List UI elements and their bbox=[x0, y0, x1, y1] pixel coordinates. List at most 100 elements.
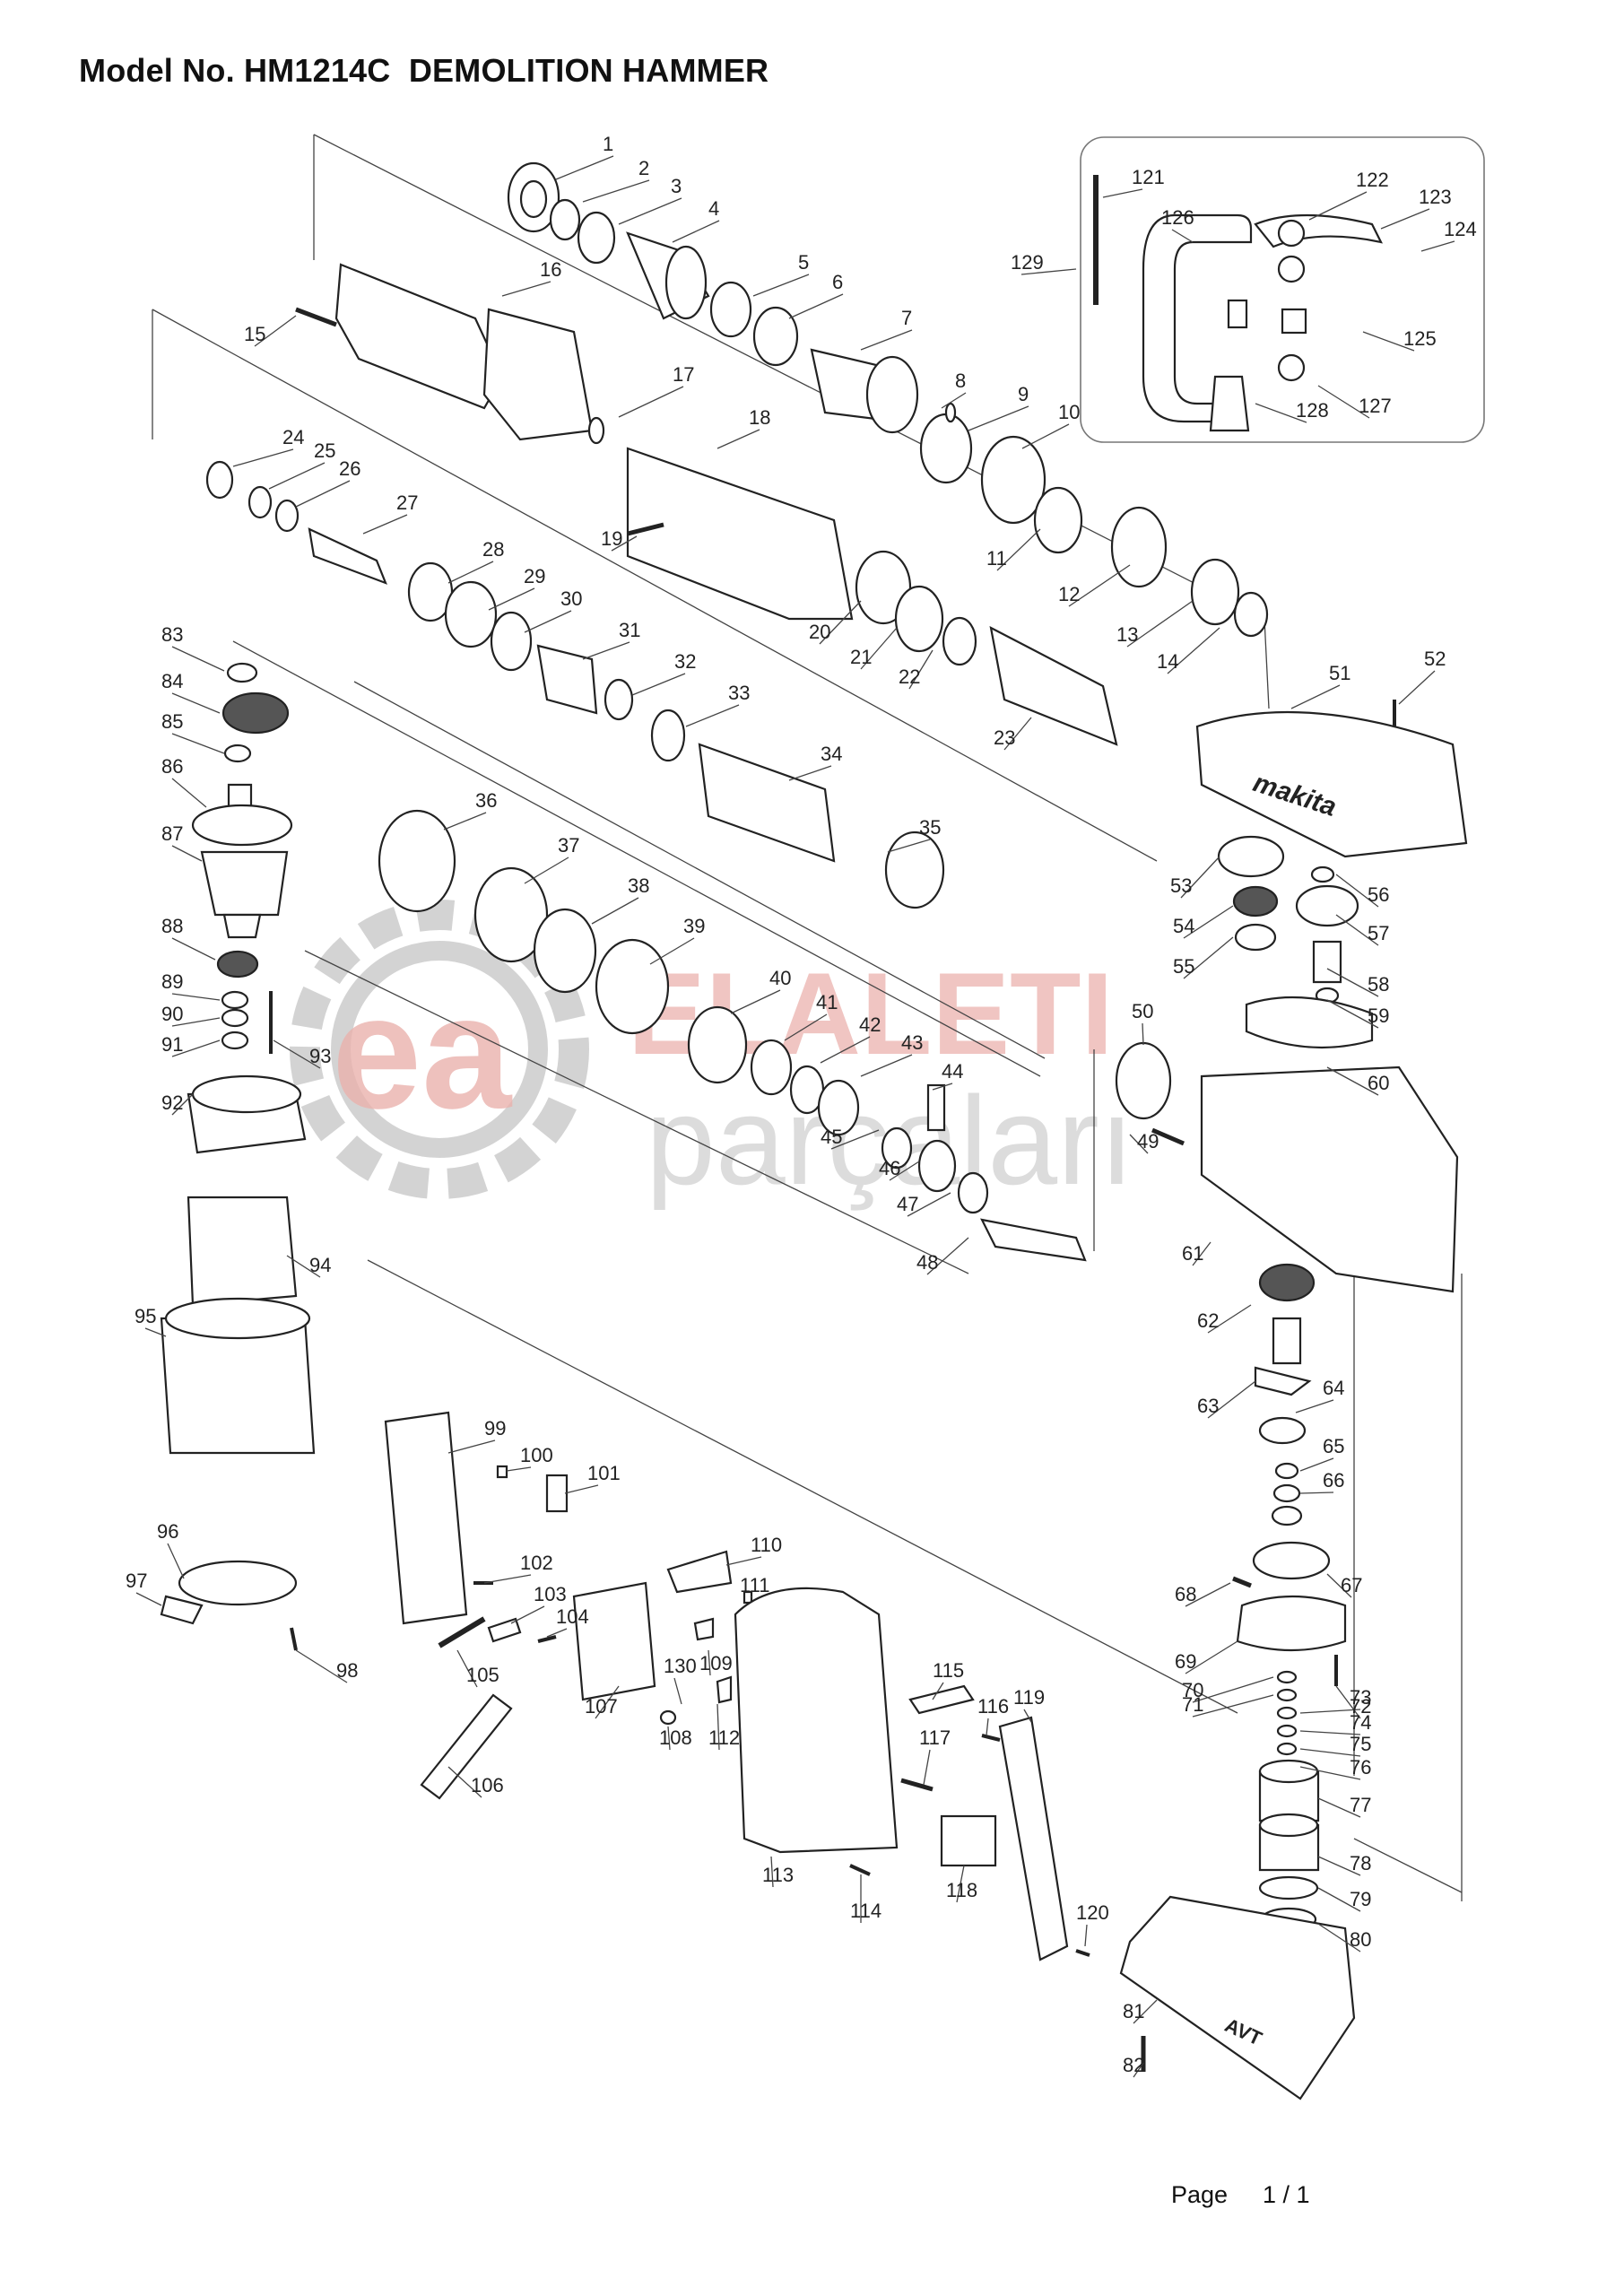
leader-line-89 bbox=[171, 993, 221, 1001]
leader-line-17 bbox=[618, 386, 684, 418]
part-number-20: 20 bbox=[809, 621, 830, 643]
part-number-37: 37 bbox=[558, 834, 579, 857]
leader-line-33 bbox=[685, 704, 740, 727]
part-number-109: 109 bbox=[699, 1652, 733, 1674]
part-number-21: 21 bbox=[850, 646, 872, 668]
leader-line-124 bbox=[1420, 240, 1455, 252]
leader-line-1 bbox=[555, 155, 614, 180]
part-number-25: 25 bbox=[314, 439, 335, 462]
leader-line-120 bbox=[1084, 1924, 1088, 1947]
part-number-53: 53 bbox=[1170, 874, 1192, 897]
leader-line-21 bbox=[860, 627, 898, 670]
leader-line-79 bbox=[1317, 1887, 1361, 1912]
part-number-44: 44 bbox=[942, 1060, 963, 1083]
leader-line-98 bbox=[295, 1649, 348, 1683]
part-number-49: 49 bbox=[1137, 1130, 1159, 1152]
leader-line-103 bbox=[510, 1605, 545, 1624]
part-number-103: 103 bbox=[534, 1583, 567, 1605]
leader-line-54 bbox=[1183, 905, 1234, 939]
part-number-117: 117 bbox=[919, 1726, 951, 1749]
part-number-19: 19 bbox=[601, 527, 622, 550]
leader-line-68 bbox=[1185, 1582, 1231, 1607]
part-number-42: 42 bbox=[859, 1013, 881, 1036]
leader-line-90 bbox=[171, 1017, 221, 1027]
leader-line-123 bbox=[1380, 208, 1430, 230]
leader-line-76 bbox=[1299, 1766, 1361, 1780]
leader-line-70 bbox=[1192, 1676, 1274, 1703]
leader-line-85 bbox=[171, 733, 225, 754]
leader-line-63 bbox=[1207, 1380, 1256, 1419]
leader-line-108 bbox=[667, 1726, 671, 1751]
mid-parts bbox=[205, 460, 1118, 909]
part-number-12: 12 bbox=[1058, 583, 1080, 605]
part-number-93: 93 bbox=[309, 1045, 331, 1067]
leader-line-31 bbox=[582, 641, 630, 660]
leader-line-73 bbox=[1299, 1709, 1361, 1714]
leader-line-4 bbox=[672, 220, 720, 243]
leader-line-97 bbox=[135, 1592, 162, 1606]
watermark-gear-icon bbox=[290, 900, 589, 1199]
leader-line-65 bbox=[1299, 1457, 1334, 1472]
leader-line-25 bbox=[268, 462, 326, 490]
leader-line-87 bbox=[171, 845, 203, 862]
part-number-108: 108 bbox=[659, 1726, 692, 1749]
watermark-logo: ea bbox=[332, 962, 513, 1143]
part-number-58: 58 bbox=[1368, 973, 1389, 996]
part-number-51: 51 bbox=[1329, 662, 1350, 684]
part-number-16: 16 bbox=[540, 258, 561, 281]
page-number: 1 / 1 bbox=[1263, 2181, 1310, 2208]
part-number-125: 125 bbox=[1403, 327, 1437, 350]
part-number-74: 74 bbox=[1350, 1711, 1371, 1734]
part-number-34: 34 bbox=[821, 743, 842, 765]
part-number-101: 101 bbox=[587, 1462, 621, 1484]
leader-line-59 bbox=[1326, 999, 1379, 1029]
leader-line-22 bbox=[908, 649, 934, 690]
part-number-35: 35 bbox=[919, 816, 941, 839]
leader-line-92 bbox=[171, 1093, 194, 1116]
leader-line-38 bbox=[591, 897, 639, 925]
leader-line-84 bbox=[171, 692, 221, 714]
leader-line-51 bbox=[1290, 684, 1341, 709]
leader-line-35 bbox=[887, 839, 931, 853]
part-number-110: 110 bbox=[751, 1534, 782, 1556]
part-number-10: 10 bbox=[1058, 401, 1080, 423]
part-number-15: 15 bbox=[244, 323, 265, 345]
part-number-2: 2 bbox=[638, 157, 649, 179]
part-number-59: 59 bbox=[1368, 1004, 1389, 1027]
page-label: Page bbox=[1171, 2181, 1229, 2208]
part-number-54: 54 bbox=[1173, 915, 1194, 937]
leader-line-121 bbox=[1102, 188, 1143, 198]
leader-line-46 bbox=[889, 1161, 920, 1181]
part-number-60: 60 bbox=[1368, 1072, 1389, 1094]
leader-line-82 bbox=[1133, 2062, 1144, 2078]
part-number-28: 28 bbox=[482, 538, 504, 561]
page-title: Model No. HM1214C DEMOLITION HAMMER bbox=[79, 52, 769, 89]
leader-line-34 bbox=[788, 765, 832, 781]
part-number-79: 79 bbox=[1350, 1888, 1371, 1910]
part-number-80: 80 bbox=[1350, 1928, 1371, 1951]
part-number-92: 92 bbox=[161, 1091, 183, 1114]
leader-line-50 bbox=[1142, 1022, 1144, 1046]
leader-line-10 bbox=[1021, 423, 1070, 449]
leader-line-64 bbox=[1295, 1399, 1334, 1413]
front-parts bbox=[295, 161, 1269, 638]
part-number-71: 71 bbox=[1182, 1693, 1203, 1716]
leader-line-2 bbox=[582, 179, 650, 203]
leader-line-5 bbox=[752, 274, 810, 297]
leader-line-62 bbox=[1207, 1304, 1252, 1334]
part-number-31: 31 bbox=[619, 619, 640, 641]
part-number-118: 118 bbox=[946, 1879, 977, 1901]
part-number-69: 69 bbox=[1175, 1650, 1196, 1673]
part-number-98: 98 bbox=[336, 1659, 358, 1682]
leader-line-83 bbox=[171, 646, 225, 672]
part-number-50: 50 bbox=[1132, 1000, 1153, 1022]
leader-line-42 bbox=[820, 1036, 871, 1064]
part-number-39: 39 bbox=[683, 915, 705, 937]
leader-line-37 bbox=[524, 857, 569, 884]
leader-line-57 bbox=[1335, 914, 1379, 946]
leader-line-102 bbox=[483, 1574, 532, 1584]
leader-line-113 bbox=[770, 1856, 774, 1888]
side-handle-detail bbox=[1080, 136, 1485, 443]
part-number-47: 47 bbox=[897, 1193, 918, 1215]
leader-line-94 bbox=[286, 1255, 321, 1278]
